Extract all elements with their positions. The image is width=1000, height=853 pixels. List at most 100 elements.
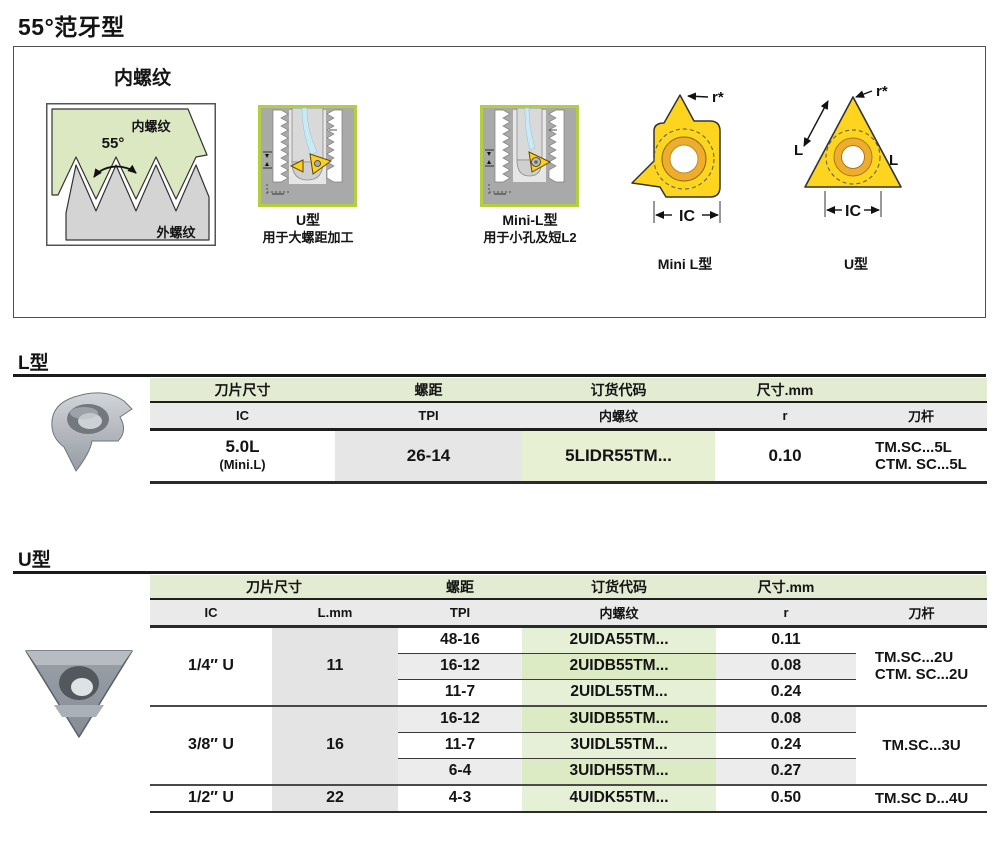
subheader-tpi: TPI — [418, 408, 439, 423]
u-insert-diagram: r* L L IC — [792, 83, 914, 238]
u-type-machining-photo — [258, 105, 357, 207]
ic-cell: 5.0L (Mini.L) — [150, 431, 335, 481]
u-type-machining-drawing — [261, 107, 354, 204]
r-cell: 0.50 — [770, 789, 802, 806]
order-code-cell: 3UIDH55TM... — [522, 758, 716, 784]
holder-line: TM.SC D...4U — [874, 789, 969, 807]
ic-value: 5.0L — [225, 437, 260, 456]
table-divider — [150, 428, 987, 431]
table-bottom-rule — [150, 810, 987, 813]
holder-line: CTM. SC...2U — [874, 666, 969, 683]
tpi-cell: 48-16 — [440, 631, 480, 648]
mini-l-type-machining-photo — [480, 105, 579, 207]
l-type-section-title: L型 — [18, 353, 49, 374]
subheader-ic: IC — [204, 605, 218, 620]
tpi-cell: 6-4 — [398, 758, 522, 784]
r-star-label: r* — [876, 83, 888, 100]
header-pitch: 螺距 — [446, 578, 474, 595]
page-title: 55°范牙型 — [18, 14, 125, 40]
lmm-cell: 22 — [272, 785, 398, 811]
ic-cell: 1/4″ U — [188, 657, 234, 674]
holder-line: CTM. SC...5L — [875, 456, 967, 473]
sub-row-separator — [398, 678, 856, 680]
ic-note: (Mini.L) — [219, 457, 266, 472]
l-table-data-row: 5.0L (Mini.L) 26-14 5LIDR55TM... 0.10 TM… — [150, 431, 987, 481]
ic-dimension-label: IC — [679, 208, 695, 225]
caption-subtitle: 用于小孔及短L2 — [483, 230, 577, 245]
u-table-subheader-row: IC L.mm TPI 内螺纹 r 刀杆 — [150, 600, 987, 625]
internal-thread-overview-box: 内螺纹 内螺纹 55° 外螺纹 — [13, 46, 986, 318]
u-type-table: 刀片尺寸 螺距 订货代码 尺寸.mm IC L.mm TPI 内螺纹 r 刀杆 … — [150, 575, 987, 813]
thread-profile-diagram: 内螺纹 55° 外螺纹 — [46, 103, 216, 246]
holder-lines: TM.SC D...4U — [875, 790, 968, 807]
r-cell: 0.08 — [716, 706, 856, 732]
order-code-cell: 2UIDA55TM... — [522, 627, 716, 653]
caption-title: U型 — [295, 212, 321, 228]
holder-cell: TM.SC D...4U — [856, 786, 987, 811]
u-type-photo-caption: U型 用于大螺距加工 — [228, 211, 388, 247]
thread-profile-drawing — [46, 103, 216, 246]
sub-row-separator — [398, 652, 856, 654]
l-dimension-label-left: L — [794, 142, 803, 159]
subheader-ic: IC — [236, 408, 249, 423]
l-section-rule — [13, 374, 986, 377]
subheader-tpi: TPI — [449, 605, 471, 620]
lmm-cell: 11 — [272, 627, 398, 705]
holder-line: TM.SC...3U — [882, 736, 961, 754]
caption-subtitle: 用于大螺距加工 — [262, 230, 354, 245]
order-code-cell: 5LIDR55TM... — [522, 431, 715, 481]
ic-cell: 3/8″ U — [188, 736, 234, 753]
internal-thread-heading: 内螺纹 — [114, 68, 172, 89]
subheader-holder: 刀杆 — [907, 409, 934, 424]
mini-l-type-photo-caption: Mini-L型 用于小孔及短L2 — [450, 211, 610, 247]
header-dimension: 尺寸.mm — [756, 381, 814, 398]
sub-row-separator — [398, 757, 856, 759]
header-order-code: 订货代码 — [590, 381, 647, 398]
r-cell: 0.24 — [770, 683, 802, 700]
caption-title: Mini-L型 — [502, 212, 558, 228]
order-code-cell: 2UIDL55TM... — [522, 679, 716, 705]
header-order-code: 订货代码 — [591, 578, 647, 595]
header-blank — [855, 378, 987, 401]
r-cell: 0.24 — [770, 736, 802, 753]
tpi-cell: 26-14 — [335, 431, 522, 481]
holder-line: TM.SC...2U — [874, 649, 954, 666]
u-section-rule — [13, 571, 986, 574]
ic-cell: 1/2″ U — [188, 789, 234, 806]
header-insert-size: 刀片尺寸 — [214, 381, 271, 398]
r-cell: 0.10 — [768, 446, 802, 465]
r-cell: 0.08 — [716, 653, 856, 679]
r-star-label: r* — [712, 89, 724, 106]
header-dimension: 尺寸.mm — [757, 578, 815, 595]
subheader-internal-thread: 内螺纹 — [599, 606, 639, 621]
mini-l-insert-diagram: r* IC — [626, 83, 738, 238]
group-separator — [150, 783, 987, 786]
ic-dimension-label: IC — [845, 203, 861, 220]
table-divider — [150, 625, 987, 628]
l-table-subheader-row: IC TPI 内螺纹 r 刀杆 — [150, 403, 987, 428]
group-separator — [150, 704, 987, 707]
external-thread-label: 外螺纹 — [156, 225, 196, 240]
u-table-header-row: 刀片尺寸 螺距 订货代码 尺寸.mm — [150, 575, 987, 598]
sub-row-separator — [398, 731, 856, 733]
table-divider — [150, 401, 987, 403]
holder-lines: TM.SC...3U — [882, 737, 960, 754]
tpi-cell: 4-3 — [448, 789, 472, 806]
r-cell: 0.27 — [716, 758, 856, 784]
tpi-cell: 16-12 — [398, 706, 522, 732]
subheader-lmm: L.mm — [317, 605, 353, 620]
u-type-section-title: U型 — [18, 550, 51, 571]
order-code-cell: 3UIDB55TM... — [522, 706, 716, 732]
